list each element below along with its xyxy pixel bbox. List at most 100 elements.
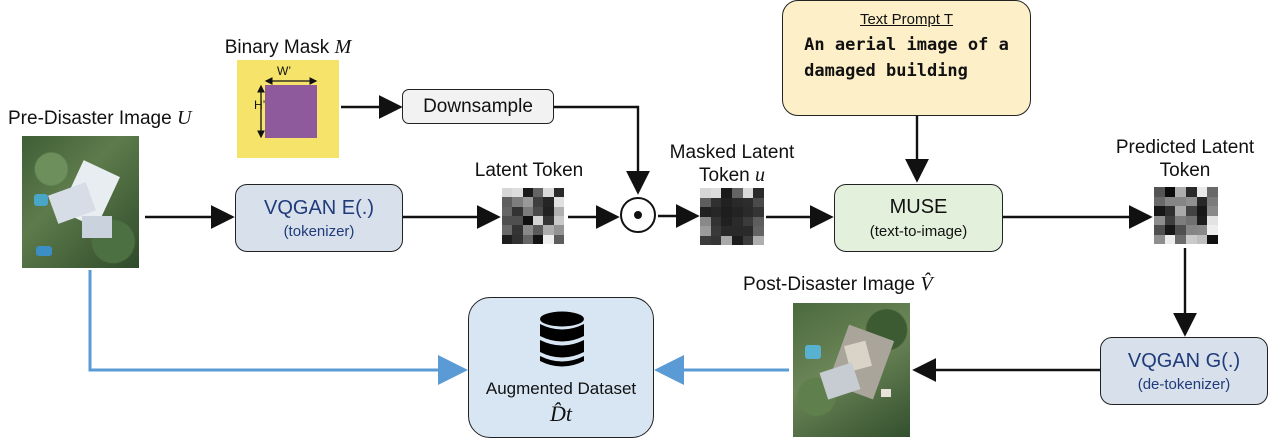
token-cell (532, 197, 544, 207)
token-cell (721, 235, 732, 245)
token-cell (1164, 234, 1176, 244)
predicted-latent-label-line2: Token (1159, 160, 1211, 181)
token-cell (502, 225, 513, 235)
vqgan-decoder-box: VQGAN G(.) (de-tokenizer) (1100, 337, 1268, 405)
token-cell (742, 207, 754, 217)
masked-latent-grid (700, 188, 764, 245)
token-cell (732, 216, 743, 226)
token-cell (742, 235, 754, 245)
token-cell (1196, 196, 1208, 206)
token-cell (753, 216, 764, 226)
vqgan-encoder-subtitle: (tokenizer) (283, 222, 355, 240)
token-cell (732, 188, 743, 198)
text-prompt-title: Text Prompt T (859, 11, 954, 28)
token-cell (753, 188, 764, 198)
muse-title: MUSE (889, 196, 948, 218)
token-cell (1207, 234, 1218, 244)
token-cell (700, 207, 711, 217)
latent-token-label: Latent Token (474, 160, 584, 181)
token-cell (742, 188, 754, 198)
token-cell (1154, 215, 1165, 225)
token-cell (1196, 234, 1208, 244)
token-cell (732, 197, 743, 207)
token-cell (1207, 225, 1218, 235)
token-cell (1164, 215, 1176, 225)
post-disaster-label: Post-Disaster Image V̂ (743, 273, 933, 295)
token-cell (1196, 187, 1208, 197)
token-cell (1186, 206, 1197, 216)
token-cell (512, 225, 523, 235)
token-cell (1196, 225, 1208, 235)
token-cell (532, 215, 544, 226)
w-prime-label: W’ (277, 64, 291, 78)
token-cell (721, 216, 732, 226)
token-cell (732, 226, 743, 236)
token-cell (522, 197, 533, 207)
token-cell (1164, 225, 1176, 235)
token-cell (1207, 196, 1218, 206)
token-cell (1164, 187, 1176, 197)
token-cell (553, 215, 564, 226)
token-cell (512, 206, 523, 216)
token-cell (1207, 215, 1218, 225)
token-cell (502, 188, 513, 198)
token-cell (502, 234, 513, 244)
token-cell (1186, 196, 1197, 206)
token-cell (543, 215, 554, 226)
token-cell (721, 207, 732, 217)
token-cell (522, 206, 533, 216)
token-cell (522, 225, 533, 235)
token-cell (710, 188, 722, 198)
token-cell (700, 197, 711, 207)
token-cell (512, 215, 523, 226)
token-cell (543, 197, 554, 207)
token-cell (721, 197, 732, 207)
token-cell (710, 235, 722, 245)
token-cell (1154, 196, 1165, 206)
vqgan-decoder-subtitle: (de-tokenizer) (1137, 375, 1231, 393)
predicted-latent-label: Predicted Latent (1115, 137, 1255, 158)
text-prompt-box: Text Prompt T An aerial image of a damag… (782, 0, 1031, 116)
latent-token-grid (502, 188, 564, 244)
token-cell (532, 234, 544, 244)
token-cell (512, 188, 523, 198)
token-cell (553, 225, 564, 235)
token-cell (522, 234, 533, 244)
token-cell (710, 207, 722, 217)
vqgan-decoder-title: VQGAN G(.) (1127, 349, 1241, 372)
token-cell (1207, 187, 1218, 197)
token-cell (512, 234, 523, 244)
token-cell (742, 226, 754, 236)
vqgan-encoder-title: VQGAN E(.) (263, 196, 374, 219)
token-cell (700, 188, 711, 198)
token-cell (1164, 206, 1176, 216)
masked-latent-label: Masked Latent (669, 142, 795, 163)
token-cell (753, 197, 764, 207)
token-cell (543, 206, 554, 216)
token-cell (753, 226, 764, 236)
token-cell (502, 206, 513, 216)
token-cell (553, 234, 564, 244)
pre-disaster-label: Pre-Disaster Image U (8, 107, 192, 129)
token-cell (1175, 215, 1186, 225)
predicted-latent-grid (1154, 187, 1218, 244)
augmented-dataset-box: Augmented Dataset D̂t (468, 297, 654, 438)
token-cell (1186, 225, 1197, 235)
token-cell (1186, 234, 1197, 244)
augmented-dataset-symbol: D̂t (550, 401, 572, 426)
binary-mask-image: W’ H’ (237, 60, 339, 158)
token-cell (710, 216, 722, 226)
vqgan-encoder-box: VQGAN E(.) (tokenizer) (235, 184, 403, 252)
token-cell (1154, 234, 1165, 244)
token-cell (502, 215, 513, 226)
pre-disaster-image (22, 136, 139, 268)
token-cell (1186, 215, 1197, 225)
augmented-dataset-title: Augmented Dataset (485, 379, 637, 398)
token-cell (1164, 196, 1176, 206)
muse-subtitle: (text-to-image) (869, 223, 968, 240)
token-cell (700, 235, 711, 245)
database-icon (540, 311, 584, 367)
text-prompt-body: An aerial image of a damaged building (804, 35, 1009, 81)
dimension-arrows-icon (257, 77, 318, 139)
